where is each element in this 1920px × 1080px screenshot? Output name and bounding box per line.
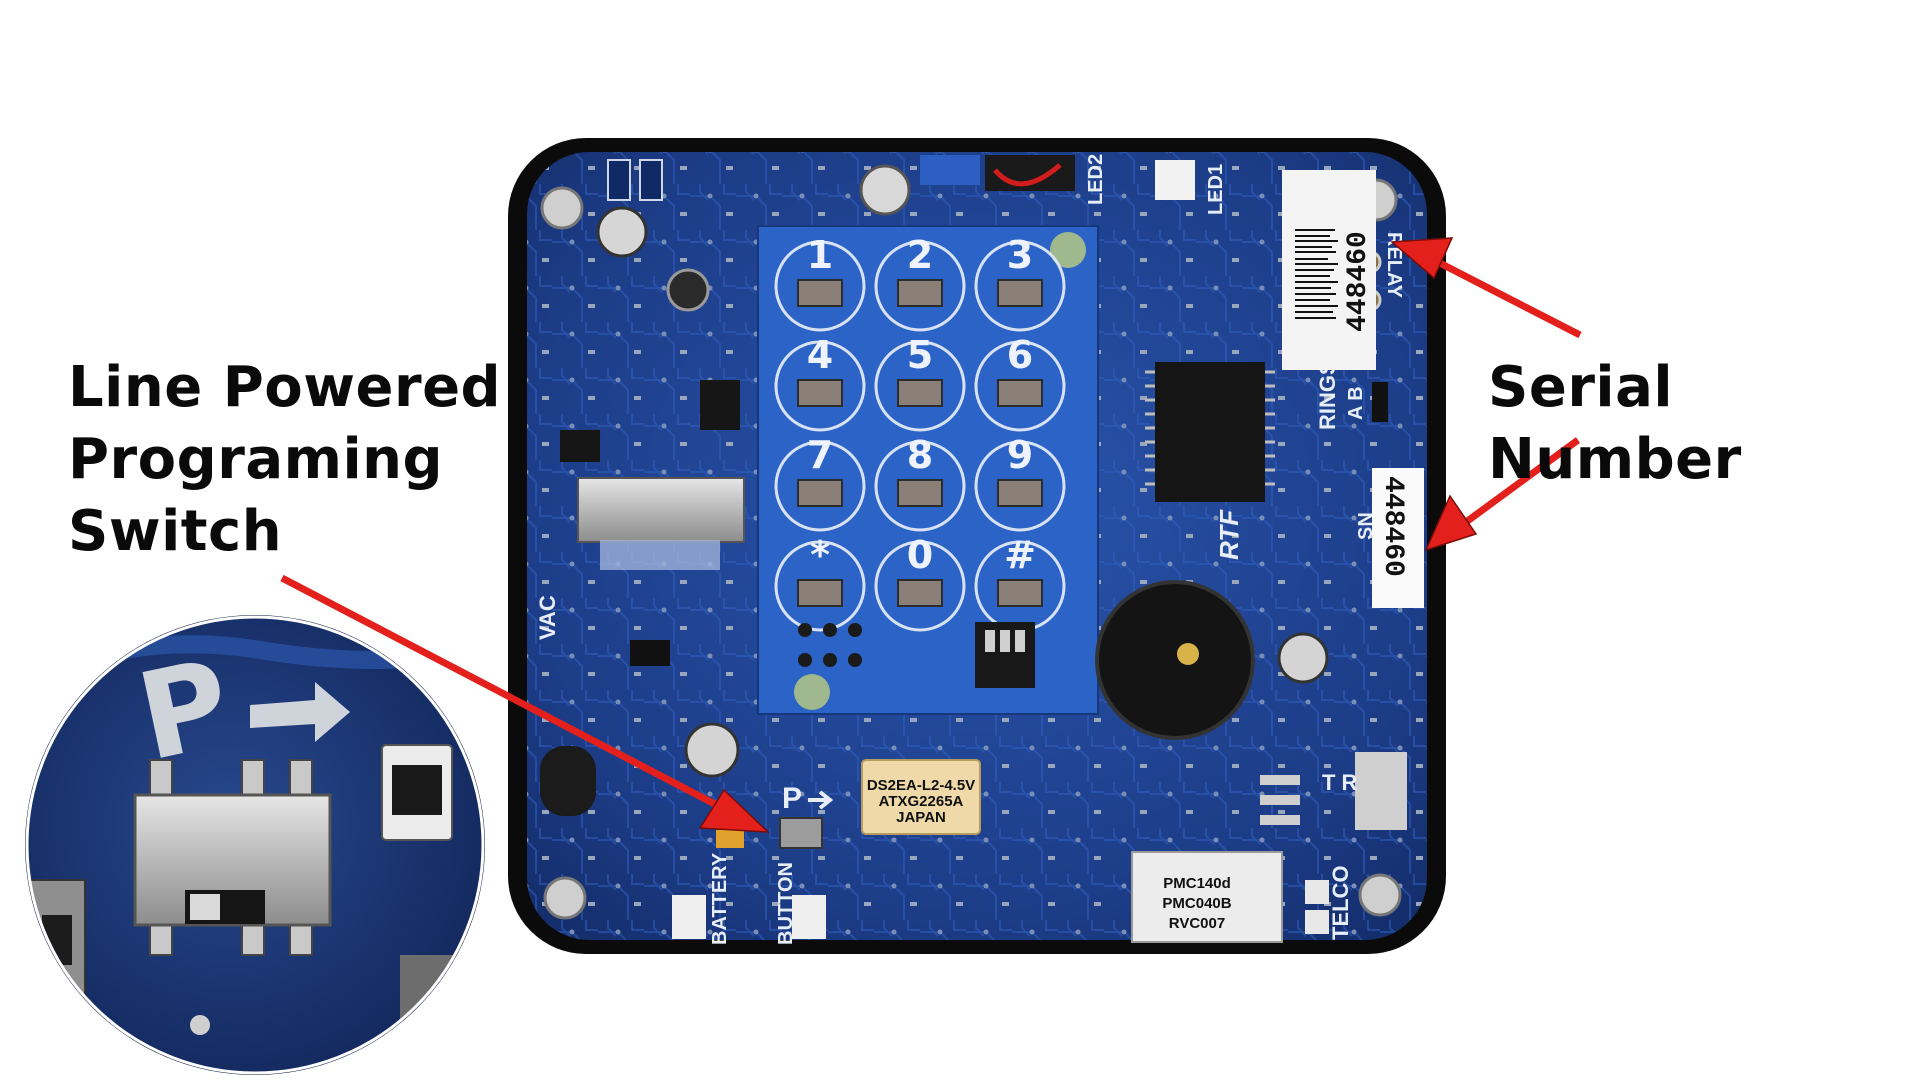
keypad-key-ring: [774, 240, 866, 332]
keypad-key-switch: [997, 379, 1043, 407]
switch-callout-arrow: [280, 574, 770, 833]
keypad-key: 9: [974, 433, 1066, 532]
prog-p-label: P: [782, 782, 802, 815]
keypad-key: 8: [874, 433, 966, 532]
keypad-key: *: [774, 533, 866, 632]
keypad-key-switch: [797, 279, 843, 307]
keypad-key-label: 6: [1007, 333, 1033, 377]
tr-label: T R: [1322, 770, 1358, 795]
keypad-key-ring: [774, 540, 866, 632]
keypad-key-switch: [997, 279, 1043, 307]
keypad-key: 6: [974, 333, 1066, 432]
switch-callout-line-1: Line Powered: [68, 355, 502, 420]
keypad-key: 5: [874, 333, 966, 432]
vac-label: VAC: [535, 595, 560, 640]
led2-label: LED2: [1085, 154, 1107, 205]
sn-label: SN: [1355, 512, 1377, 540]
keypad-key-switch: [797, 379, 843, 407]
switch-callout-line-3: Switch: [68, 499, 283, 564]
telco-label: TELCO: [1328, 865, 1353, 940]
programming-switch: [779, 817, 823, 849]
circuit-board: LED2 LED1 VAC 1 2 3: [508, 138, 1446, 954]
buzzer: [1095, 580, 1255, 740]
keypad-key-label: 7: [807, 433, 833, 477]
keypad-key-label: 1: [807, 233, 833, 277]
keypad-key-label: 3: [1007, 233, 1033, 277]
rings-label: RINGS: [1315, 360, 1340, 430]
keypad-key-ring: [874, 540, 966, 632]
keypad-key-switch: [997, 579, 1043, 607]
keypad-key-ring: [774, 440, 866, 532]
pmc-line-2: PMC040B: [1162, 895, 1231, 912]
keypad-key-ring: [874, 340, 966, 432]
keypad-key: 2: [874, 233, 966, 332]
keypad-key-label: *: [810, 533, 830, 577]
button-label: BUTTON: [775, 862, 797, 945]
serial-number-barcode-text: 448460: [1343, 231, 1374, 332]
zoom-inset: P: [25, 615, 485, 1075]
keypad: 1 2 3 4 5 6 7 8 9 * 0 #: [757, 225, 1099, 715]
keypad-key-switch: [997, 479, 1043, 507]
serial-callout-label: Serial Number: [1488, 355, 1742, 492]
relay-text-1: DS2EA-L2-4.5V: [867, 777, 975, 794]
keypad-key: 0: [874, 533, 966, 632]
keypad-key: 4: [774, 333, 866, 432]
keypad-key-switch: [897, 479, 943, 507]
keypad-key-switch: [797, 579, 843, 607]
serial-callout-arrow-bottom: [1424, 437, 1581, 552]
pmc-chip: [1131, 851, 1283, 943]
keypad-key-label: 4: [807, 333, 833, 377]
switch-callout-line-2: Programing: [68, 427, 444, 492]
keypad-key: 3: [974, 233, 1066, 332]
serial-sticker: [1372, 468, 1424, 608]
led1-label: LED1: [1205, 164, 1227, 215]
keypad-key-label: 0: [907, 533, 933, 577]
keypad-key-label: #: [1004, 533, 1036, 577]
keypad-key-label: 5: [907, 333, 933, 377]
battery-label: BATTERY: [709, 852, 731, 945]
pmc-line-1: PMC140d: [1163, 875, 1231, 892]
keypad-key-ring: [974, 240, 1066, 332]
serial-number-sticker-text: 448460: [1377, 476, 1408, 577]
keypad-key-label: 8: [907, 433, 933, 477]
relay-text-2: ATXG2265A: [879, 793, 964, 810]
keypad-key: 1: [774, 233, 866, 332]
keypad-key-ring: [874, 240, 966, 332]
serial-callout-arrow-top: [1390, 237, 1582, 339]
rings-ab-label: A B: [1345, 386, 1367, 420]
rtf-label: RTF: [1214, 509, 1244, 560]
keypad-key-switch: [897, 579, 943, 607]
keypad-key: 7: [774, 433, 866, 532]
keypad-key-ring: [974, 440, 1066, 532]
keypad-key-switch: [797, 479, 843, 507]
keypad-key-label: 2: [907, 233, 933, 277]
relay-component: [861, 759, 981, 835]
switch-callout-label: Line Powered Programing Switch: [68, 352, 501, 568]
keypad-key-label: 9: [1007, 433, 1033, 477]
keypad-key-switch: [897, 279, 943, 307]
pmc-line-3: RVC007: [1169, 915, 1225, 932]
keypad-key-ring: [874, 440, 966, 532]
keypad-key-switch: [897, 379, 943, 407]
relay-text-3: JAPAN: [896, 809, 946, 826]
keypad-key-ring: [974, 340, 1066, 432]
keypad-key-ring: [774, 340, 866, 432]
